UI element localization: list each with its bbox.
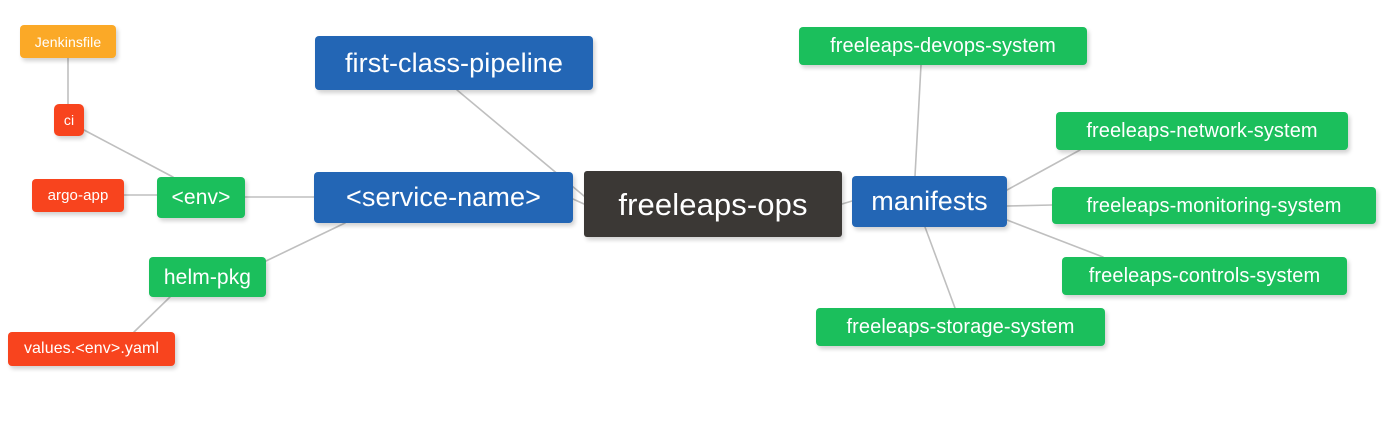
edge-helm-pkg-to-values-env-yaml: [133, 296, 171, 333]
node-freeleaps-devops-system[interactable]: freeleaps-devops-system: [799, 27, 1087, 65]
edge-freeleaps-ops-to-manifests: [841, 200, 853, 205]
node-manifests[interactable]: manifests: [852, 176, 1007, 227]
node-freeleaps-storage-system[interactable]: freeleaps-storage-system: [816, 308, 1105, 346]
node-freeleaps-controls-system[interactable]: freeleaps-controls-system: [1062, 257, 1347, 295]
node-freeleaps-monitoring-system[interactable]: freeleaps-monitoring-system: [1052, 187, 1376, 224]
node-freeleaps-ops[interactable]: freeleaps-ops: [584, 171, 842, 237]
node-service-name[interactable]: <service-name>: [314, 172, 573, 223]
node-ci[interactable]: ci: [54, 104, 84, 136]
edge-manifests-to-freeleaps-monitoring-system: [1006, 204, 1053, 207]
node-first-class-pipeline[interactable]: first-class-pipeline: [315, 36, 593, 90]
edge-env-to-ci: [83, 129, 174, 178]
node-jenkinsfile[interactable]: Jenkinsfile: [20, 25, 116, 58]
node-env[interactable]: <env>: [157, 177, 245, 218]
edge-manifests-to-freeleaps-storage-system: [924, 226, 956, 309]
edge-freeleaps-ops-to-service-name: [572, 198, 585, 205]
edge-manifests-to-freeleaps-controls-system: [1006, 219, 1104, 258]
edge-manifests-to-freeleaps-network-system: [1006, 149, 1081, 191]
node-helm-pkg[interactable]: helm-pkg: [149, 257, 266, 297]
node-values-env-yaml[interactable]: values.<env>.yaml: [8, 332, 175, 366]
node-freeleaps-network-system[interactable]: freeleaps-network-system: [1056, 112, 1348, 150]
edge-manifests-to-freeleaps-devops-system: [914, 64, 922, 177]
edge-service-name-to-helm-pkg: [265, 222, 346, 262]
node-argo-app[interactable]: argo-app: [32, 179, 124, 212]
